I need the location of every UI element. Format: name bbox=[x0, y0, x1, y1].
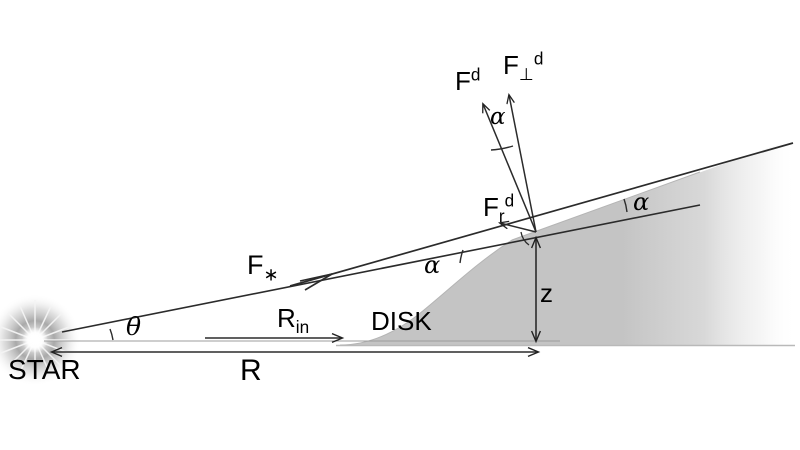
force-perpendicular-vector bbox=[509, 95, 537, 233]
force-disk-label: Fd bbox=[455, 66, 480, 96]
force-radial-vector bbox=[500, 223, 537, 233]
force-vectors bbox=[483, 95, 537, 246]
stellar-flux-base: F bbox=[247, 250, 264, 280]
disk-inner-edge bbox=[339, 171, 701, 346]
alpha-label-surface: α bbox=[424, 251, 441, 279]
star-label: STAR bbox=[8, 354, 81, 385]
star-core bbox=[22, 327, 48, 353]
force-disk-vector bbox=[483, 104, 537, 233]
radius-label: R bbox=[240, 354, 262, 387]
theta-label: θ bbox=[126, 312, 142, 341]
disk-surface-line bbox=[289, 142, 794, 287]
alpha-arc-surface bbox=[459, 249, 464, 264]
alpha-label-forces: α bbox=[490, 104, 506, 130]
force-perpendicular-superscript: d bbox=[533, 48, 544, 69]
disk-body bbox=[336, 140, 795, 347]
alpha-label-outer: α bbox=[633, 188, 650, 216]
stellar-ray-arrowhead bbox=[299, 273, 333, 291]
stellar-ray bbox=[61, 204, 701, 333]
stellar-ray-line bbox=[61, 204, 701, 333]
vertex-small-arc bbox=[520, 231, 530, 246]
inner-radius-subscript: in bbox=[295, 317, 310, 338]
star-glow bbox=[0, 294, 81, 386]
alpha-arc-forces bbox=[490, 145, 514, 151]
force-perpendicular-subscript: ⊥ bbox=[518, 64, 534, 85]
force-disk-base: F bbox=[455, 66, 471, 96]
disk-fill bbox=[340, 140, 795, 345]
stellar-flux-subscript: ∗ bbox=[263, 264, 279, 285]
force-radial-superscript: d bbox=[504, 190, 515, 211]
force-perpendicular-base: F bbox=[503, 50, 519, 80]
force-radial-label: Frd bbox=[483, 192, 514, 225]
alpha-arc-outer bbox=[623, 198, 628, 213]
height-label: z bbox=[540, 278, 553, 308]
theta-arc bbox=[109, 328, 114, 341]
force-radial-base: F bbox=[483, 192, 499, 222]
force-perpendicular-label: F⊥d bbox=[503, 50, 543, 83]
force-radial-subscript: r bbox=[498, 206, 505, 227]
disk-label: DISK bbox=[371, 306, 432, 336]
inner-radius-base: R bbox=[277, 303, 296, 333]
inner-radius-label: Rin bbox=[277, 303, 309, 336]
stellar-flux-label: F∗ bbox=[247, 250, 278, 284]
force-disk-superscript: d bbox=[470, 64, 481, 85]
